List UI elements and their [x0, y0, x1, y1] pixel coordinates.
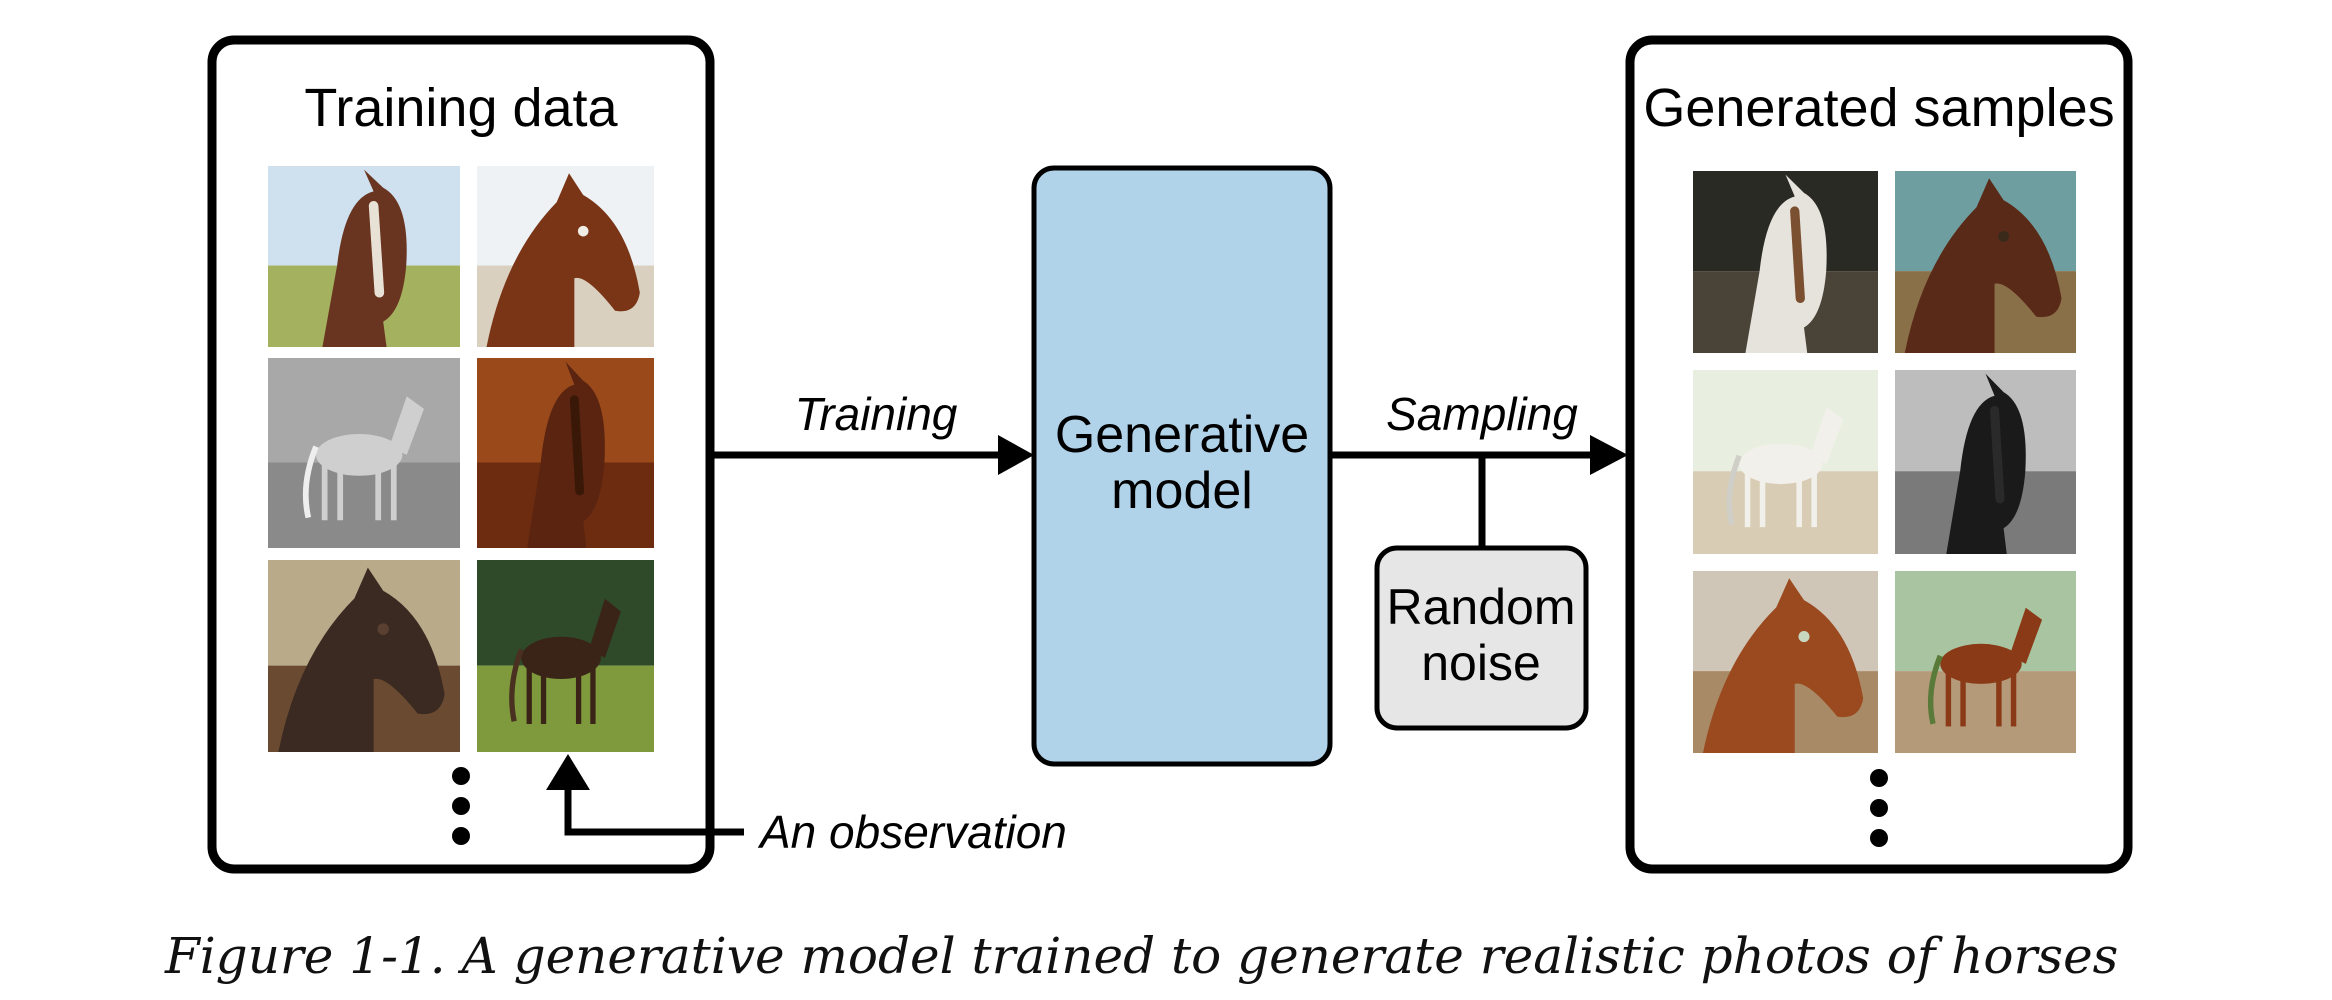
generated-photo-1 — [1693, 171, 1878, 353]
more-items-ellipsis — [452, 767, 470, 845]
generative-model-box: Generative model — [1031, 165, 1333, 767]
training-photo-3 — [268, 358, 460, 548]
training-photo-2 — [477, 166, 654, 347]
random-noise-box: Random noise — [1374, 455, 1589, 731]
sampling-arrow: Sampling — [1332, 388, 1628, 475]
training-photo-6 — [477, 560, 654, 752]
generated-photo-2 — [1895, 171, 2076, 353]
generative-model-label-line2: model — [1111, 462, 1253, 520]
observation-label: An observation — [757, 806, 1067, 858]
figure-caption: Figure 1-1. A generative model trained t… — [165, 927, 2119, 985]
generated-photo-4 — [1895, 370, 2076, 554]
generated-photo-3 — [1693, 370, 1878, 554]
training-arrow: Training — [714, 388, 1034, 475]
training-photo-5 — [268, 560, 460, 752]
generated-photo-5 — [1693, 571, 1878, 753]
training-photo-4 — [477, 358, 654, 548]
generated-panel-title: Generated samples — [1643, 78, 2114, 138]
training-panel-title: Training data — [304, 78, 618, 138]
generative-model-rect — [1031, 165, 1333, 767]
training-photo-grid — [268, 166, 654, 752]
training-panel: Training data — [207, 35, 715, 874]
generated-panel: Generated samples — [1625, 35, 2133, 874]
sampling-arrow-label: Sampling — [1386, 388, 1578, 440]
random-noise-label-line2: noise — [1421, 635, 1541, 691]
generated-photo-grid — [1693, 171, 2076, 753]
observation-pointer: An observation — [546, 754, 1067, 858]
random-noise-label-line1: Random — [1387, 579, 1576, 635]
generative-model-label-line1: Generative — [1055, 406, 1309, 464]
more-samples-ellipsis — [1870, 769, 1888, 847]
random-noise-rect — [1374, 545, 1589, 731]
training-arrow-label: Training — [795, 388, 958, 440]
generated-photo-6 — [1895, 571, 2076, 753]
training-photo-1 — [268, 166, 460, 347]
